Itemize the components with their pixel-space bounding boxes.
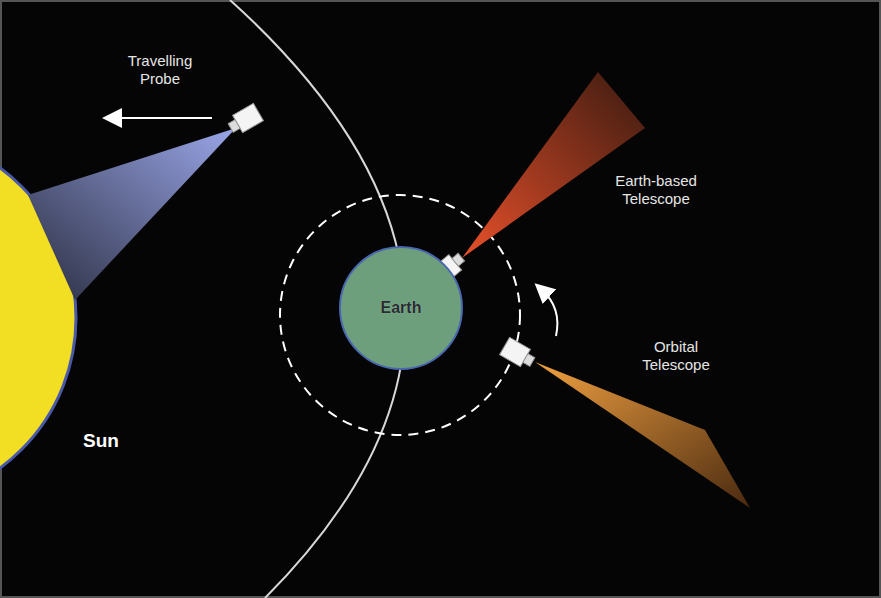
probe-beam (28, 128, 236, 300)
body-label: Sun (71, 430, 131, 452)
probe (226, 103, 264, 136)
object-label: Earth-based Telescope (601, 172, 711, 208)
motion-arrow (112, 117, 212, 119)
telescope-beam (535, 362, 750, 508)
orbit-arrow (542, 290, 557, 336)
object-label: Travelling Probe (115, 52, 205, 88)
planet-name: Earth (381, 299, 422, 317)
telescope-beam (462, 72, 645, 258)
orbital-telescope (500, 337, 538, 370)
object-label: Orbital Telescope (631, 338, 721, 374)
planet-circle: Earth (339, 246, 463, 370)
